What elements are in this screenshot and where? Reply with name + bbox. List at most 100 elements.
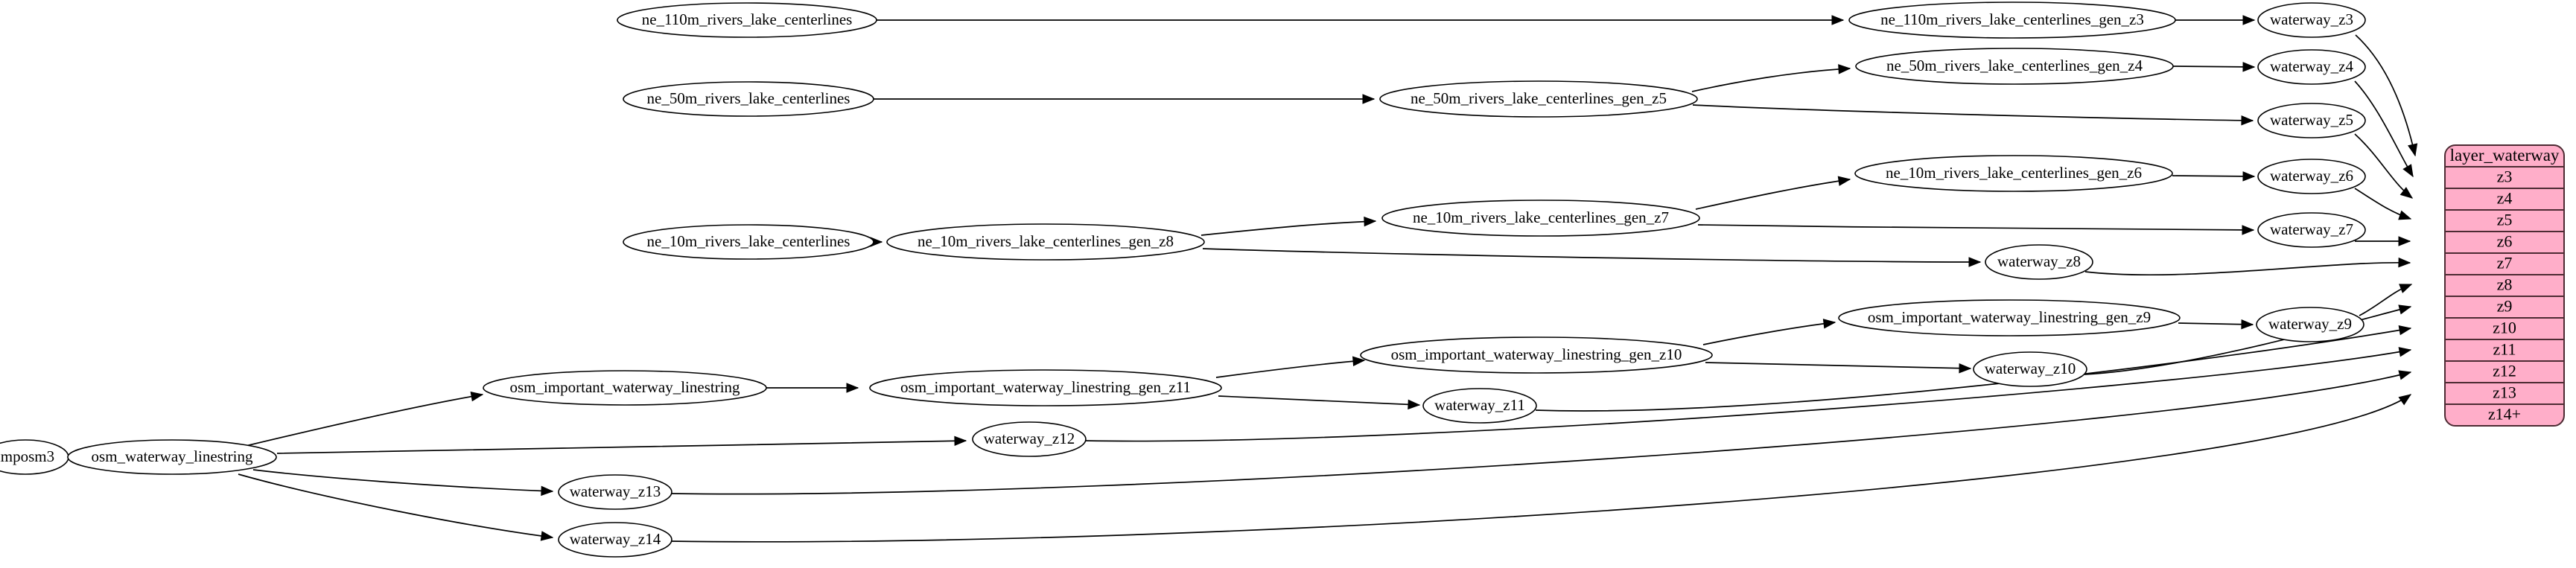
graph-node-waterway_z9[interactable]: waterway_z9 bbox=[2256, 307, 2364, 342]
graph-node-ne_10m_rivers_lake_centerlines_gen_z7[interactable]: ne_10m_rivers_lake_centerlines_gen_z7 bbox=[1381, 200, 1700, 237]
graph-node-ne_110m_rivers_lake_centerlines[interactable]: ne_110m_rivers_lake_centerlines bbox=[617, 2, 877, 38]
graph-node-ne_10m_rivers_lake_centerlines_gen_z8[interactable]: ne_10m_rivers_lake_centerlines_gen_z8 bbox=[886, 223, 1205, 261]
node-ellipse[interactable] bbox=[2257, 103, 2366, 138]
graph-node-ne_50m_rivers_lake_centerlines_gen_z4[interactable]: ne_50m_rivers_lake_centerlines_gen_z4 bbox=[1855, 48, 2174, 85]
arrowhead-icon bbox=[954, 435, 967, 447]
graph-node-osm_important_waterway_linestring_gen_z9[interactable]: osm_important_waterway_linestring_gen_z9 bbox=[1838, 299, 2181, 336]
arrowhead-icon bbox=[2398, 347, 2412, 357]
node-label: waterway_z11 bbox=[1434, 396, 1525, 414]
record-row-label: z5 bbox=[2497, 211, 2513, 229]
graph-node-waterway_z12[interactable]: waterway_z12 bbox=[972, 421, 1087, 457]
edge-line bbox=[1705, 362, 1971, 369]
node-ellipse[interactable] bbox=[1381, 200, 1700, 237]
edge-line bbox=[1200, 220, 1376, 236]
node-ellipse[interactable] bbox=[2256, 307, 2364, 342]
graph-node-waterway_z13[interactable]: waterway_z13 bbox=[558, 474, 672, 510]
edge-line bbox=[1695, 179, 1851, 210]
node-ellipse[interactable] bbox=[886, 223, 1205, 261]
node-label: waterway_z14 bbox=[570, 530, 661, 548]
graph-node-ne_10m_rivers_lake_centerlines_gen_z6[interactable]: ne_10m_rivers_lake_centerlines_gen_z6 bbox=[1854, 155, 2173, 192]
node-ellipse[interactable] bbox=[2257, 49, 2366, 85]
edge-line bbox=[2354, 133, 2413, 199]
node-label: imposm3 bbox=[0, 447, 54, 465]
edge-line bbox=[670, 371, 2411, 495]
graph-node-osm_important_waterway_linestring_gen_z10[interactable]: osm_important_waterway_linestring_gen_z1… bbox=[1360, 336, 1713, 374]
edge bbox=[2359, 284, 2413, 316]
graph-node-waterway_z7[interactable]: waterway_z7 bbox=[2257, 212, 2366, 248]
graph-node-waterway_z11[interactable]: waterway_z11 bbox=[1422, 388, 1537, 424]
node-ellipse[interactable] bbox=[1379, 80, 1698, 118]
node-ellipse[interactable] bbox=[1838, 299, 2181, 336]
node-label: osm_important_waterway_linestring_gen_z9 bbox=[1868, 308, 2151, 326]
graph-node-imposm3[interactable]: imposm3 bbox=[0, 439, 69, 475]
node-ellipse[interactable] bbox=[67, 439, 277, 475]
edge bbox=[1692, 104, 2254, 126]
graph-node-waterway_z8[interactable]: waterway_z8 bbox=[1985, 244, 2093, 280]
record-row-label: z3 bbox=[2497, 167, 2513, 186]
edge-line bbox=[2178, 322, 2254, 325]
node-ellipse[interactable] bbox=[2257, 212, 2366, 248]
graph-node-osm_important_waterway_linestring[interactable]: osm_important_waterway_linestring bbox=[483, 370, 767, 406]
node-ellipse[interactable] bbox=[1985, 244, 2093, 280]
record-node-body[interactable] bbox=[2444, 144, 2565, 427]
edge bbox=[2175, 15, 2256, 25]
node-label: waterway_z9 bbox=[2268, 315, 2352, 333]
graph-node-ne_10m_rivers_lake_centerlines[interactable]: ne_10m_rivers_lake_centerlines bbox=[623, 224, 874, 260]
arrowhead-icon bbox=[2241, 319, 2254, 330]
record-row-label: z13 bbox=[2493, 383, 2516, 402]
graph-node-waterway_z5[interactable]: waterway_z5 bbox=[2257, 103, 2366, 138]
node-ellipse[interactable] bbox=[558, 522, 672, 558]
node-ellipse[interactable] bbox=[1360, 336, 1713, 374]
graph-node-waterway_z14[interactable]: waterway_z14 bbox=[558, 522, 672, 558]
node-ellipse[interactable] bbox=[1422, 388, 1537, 424]
node-ellipse[interactable] bbox=[2257, 159, 2366, 194]
record-row-label: z8 bbox=[2497, 275, 2513, 294]
node-ellipse[interactable] bbox=[1973, 351, 2087, 387]
node-ellipse[interactable] bbox=[1855, 48, 2174, 85]
record-row-label: z10 bbox=[2493, 319, 2516, 337]
arrowhead-icon bbox=[1362, 94, 1376, 104]
edge bbox=[1218, 395, 1421, 410]
arrowhead-icon bbox=[2400, 187, 2414, 199]
graph-node-waterway_z4[interactable]: waterway_z4 bbox=[2257, 49, 2366, 85]
node-ellipse[interactable] bbox=[972, 421, 1087, 457]
node-label: ne_50m_rivers_lake_centerlines bbox=[647, 89, 850, 107]
node-ellipse[interactable] bbox=[2257, 2, 2366, 38]
node-label: waterway_z13 bbox=[570, 482, 661, 500]
edge bbox=[1691, 64, 1851, 92]
node-ellipse[interactable] bbox=[1848, 1, 2176, 39]
arrowhead-icon bbox=[2402, 164, 2414, 178]
graph-node-waterway_z10[interactable]: waterway_z10 bbox=[1973, 351, 2087, 387]
graph-node-waterway_z6[interactable]: waterway_z6 bbox=[2257, 159, 2366, 194]
node-ellipse[interactable] bbox=[869, 369, 1222, 406]
arrowhead-icon bbox=[2241, 115, 2254, 126]
node-ellipse[interactable] bbox=[623, 224, 874, 260]
graph-node-ne_50m_rivers_lake_centerlines[interactable]: ne_50m_rivers_lake_centerlines bbox=[623, 81, 874, 117]
edge bbox=[874, 94, 1376, 104]
node-ellipse[interactable] bbox=[558, 474, 672, 510]
edge bbox=[276, 435, 967, 454]
node-ellipse[interactable] bbox=[483, 370, 767, 406]
node-label: ne_110m_rivers_lake_centerlines_gen_z3 bbox=[1880, 10, 2144, 28]
node-ellipse[interactable] bbox=[1854, 155, 2173, 192]
node-ellipse[interactable] bbox=[617, 2, 877, 38]
edge-line bbox=[1702, 322, 1836, 345]
graph-node-ne_110m_rivers_lake_centerlines_gen_z3[interactable]: ne_110m_rivers_lake_centerlines_gen_z3 bbox=[1848, 1, 2176, 39]
edge bbox=[2354, 80, 2414, 178]
graph-node-waterway_z3[interactable]: waterway_z3 bbox=[2257, 2, 2366, 38]
node-ellipse[interactable] bbox=[623, 81, 874, 117]
record-node-layer_waterway[interactable]: layer_waterwayz3z4z5z6z7z8z9z10z11z12z13… bbox=[2444, 144, 2565, 427]
edge bbox=[245, 391, 484, 447]
graph-node-osm_important_waterway_linestring_gen_z11[interactable]: osm_important_waterway_linestring_gen_z1… bbox=[869, 369, 1222, 406]
arrowhead-icon bbox=[2242, 171, 2256, 182]
arrowhead-icon bbox=[2398, 370, 2412, 380]
graph-node-ne_50m_rivers_lake_centerlines_gen_z5[interactable]: ne_50m_rivers_lake_centerlines_gen_z5 bbox=[1379, 80, 1698, 118]
record-row-label: z7 bbox=[2497, 254, 2513, 272]
arrowhead-icon bbox=[2408, 143, 2418, 157]
edge-line bbox=[2084, 261, 2411, 276]
graph-node-osm_waterway_linestring[interactable]: osm_waterway_linestring bbox=[67, 439, 277, 475]
edge-line bbox=[670, 394, 2411, 543]
node-label: ne_50m_rivers_lake_centerlines_gen_z4 bbox=[1886, 57, 2143, 74]
